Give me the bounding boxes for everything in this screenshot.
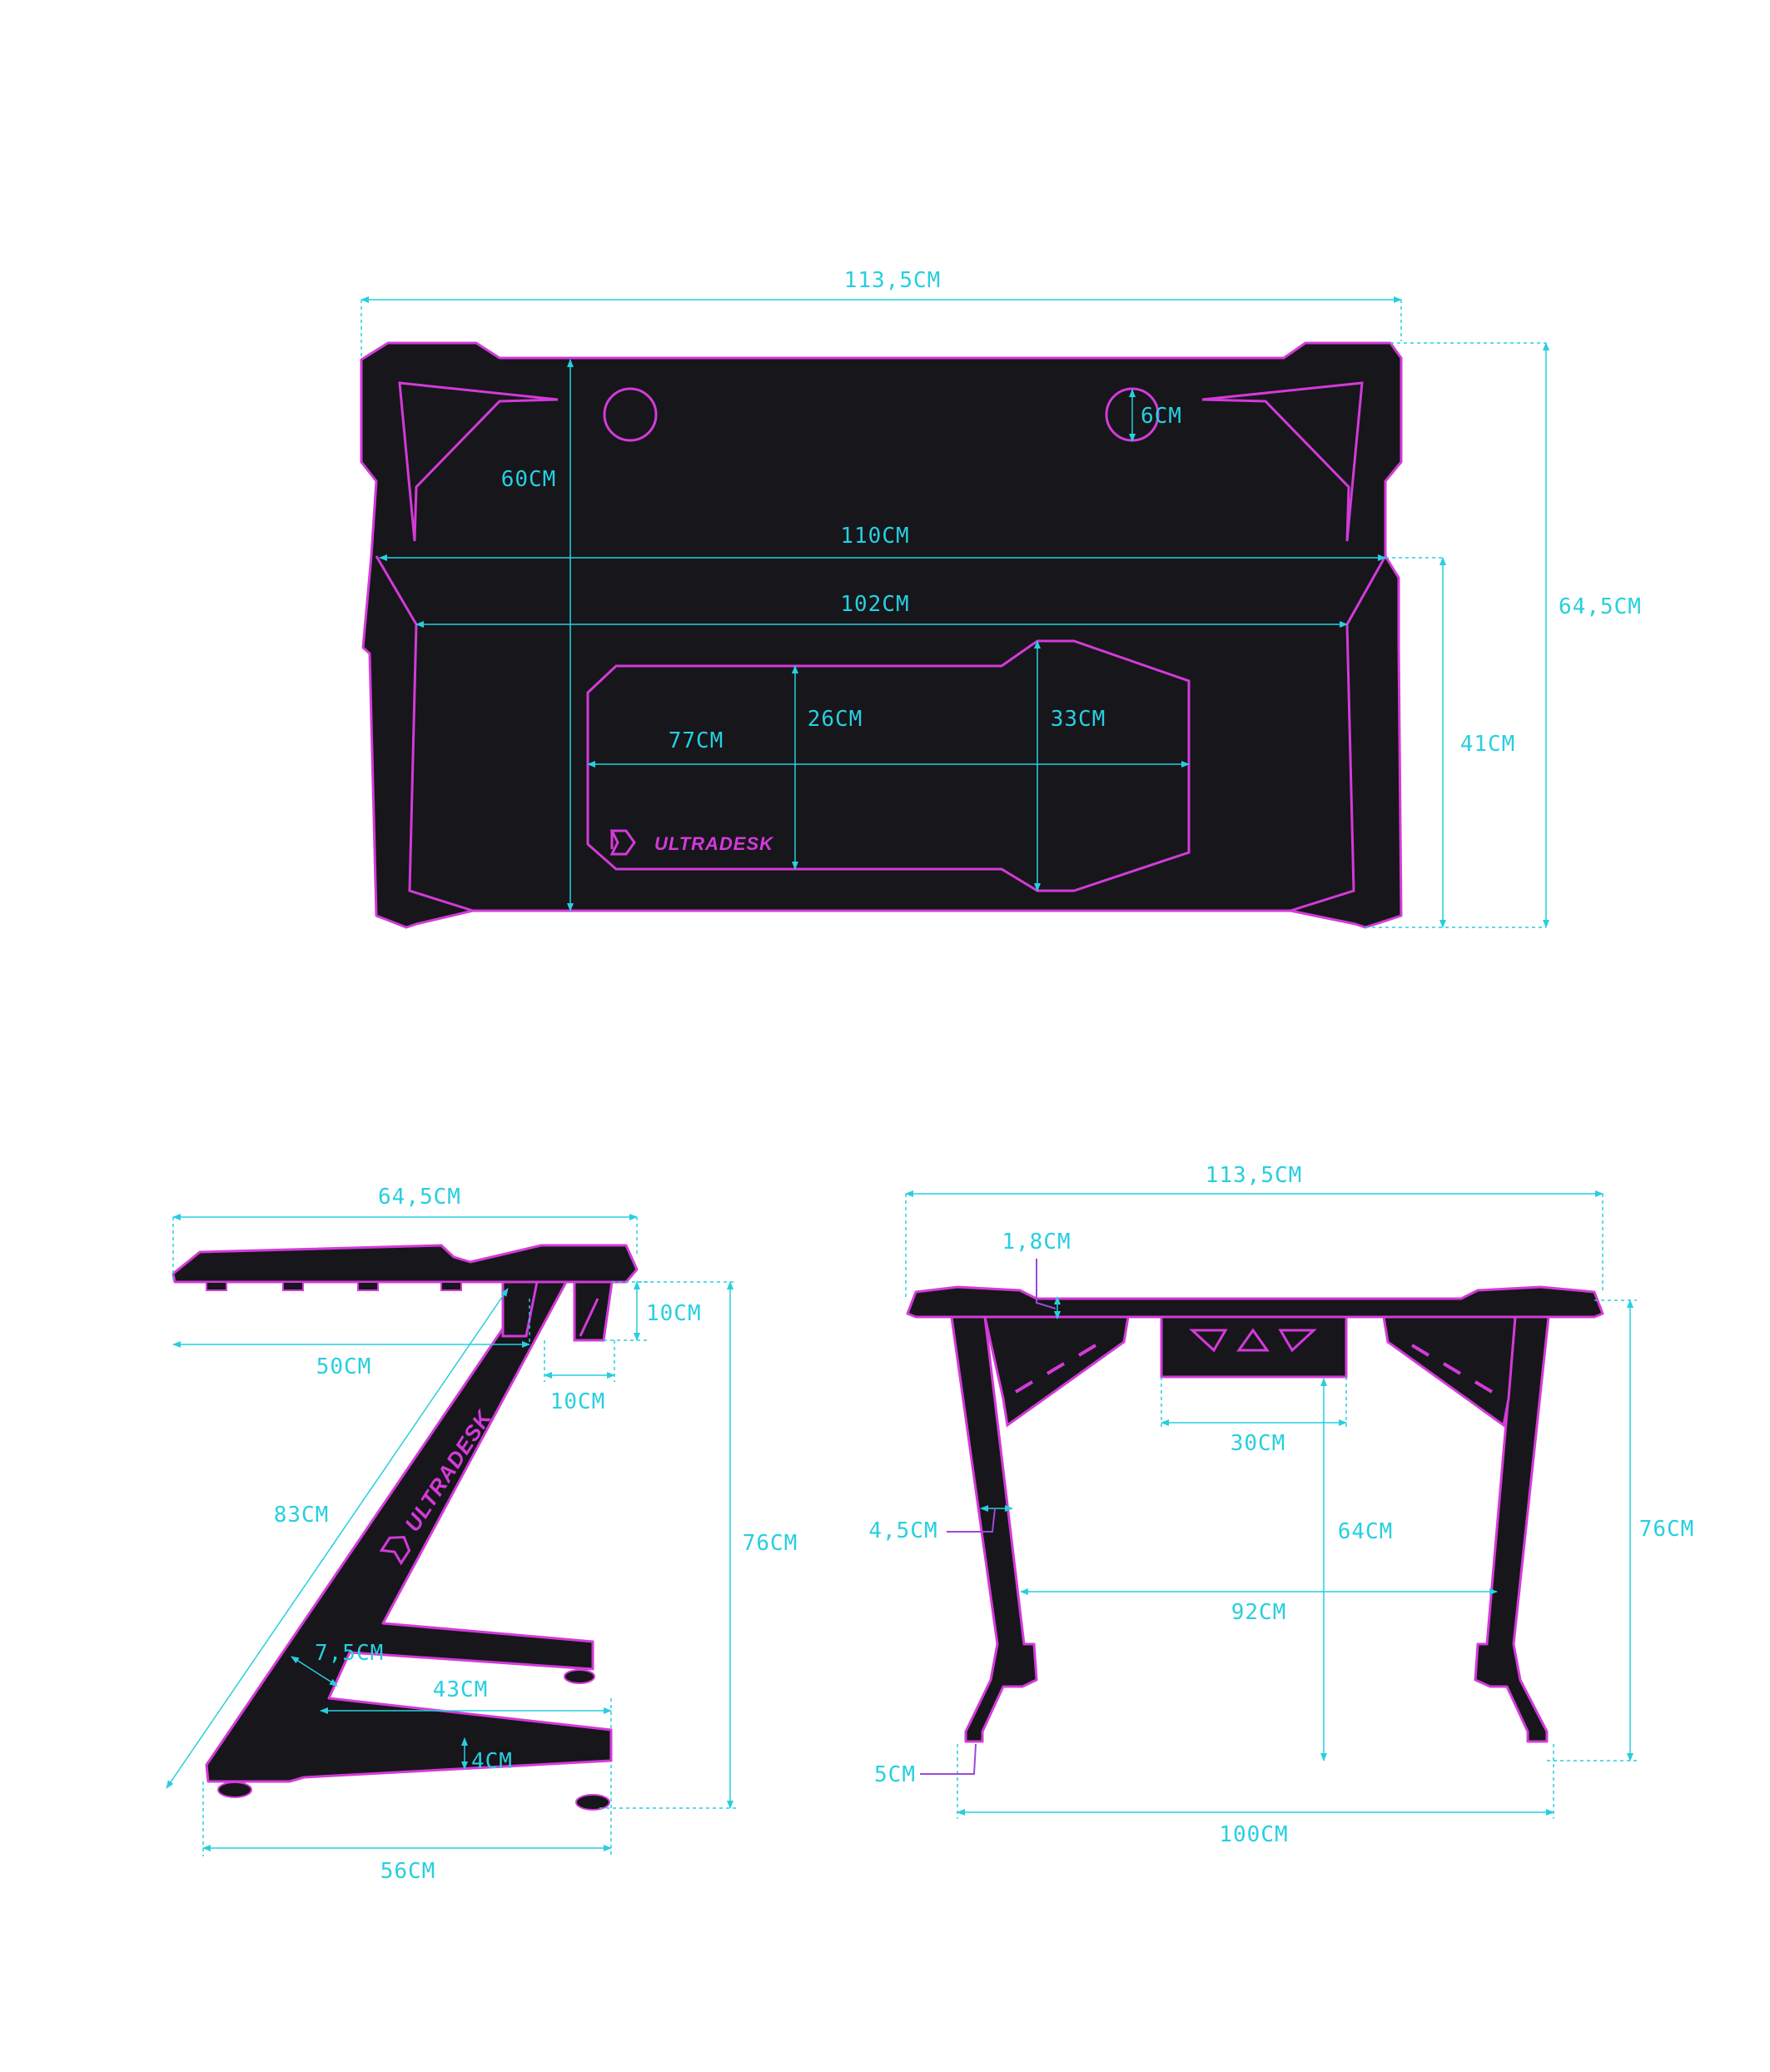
side-z-frame [205, 1280, 613, 1783]
leader-line [1036, 1259, 1057, 1309]
width-102-label: 102CM [840, 592, 909, 617]
mousepad-26-label: 26CM [808, 707, 863, 732]
grommet-6-label: 6CM [1141, 404, 1182, 429]
under-tab [206, 1281, 227, 1291]
side-bracket-inner [579, 1298, 599, 1337]
side-10v-label: 10CM [646, 1301, 702, 1326]
front-desktop [906, 1285, 1604, 1319]
front-64-label: 64CM [1338, 1519, 1394, 1544]
front-92-label: 92CM [1231, 1600, 1287, 1625]
side-76-label: 76CM [743, 1531, 798, 1556]
front-5-label: 5CM [874, 1762, 916, 1787]
leader-line [920, 1743, 977, 1775]
front-right-leg [1474, 1315, 1550, 1743]
ud-logo-icon [609, 829, 636, 856]
inner-outline [375, 555, 1387, 912]
mousepad-brand-text: ULTRADESK [654, 833, 774, 854]
top-view: ULTRADESK [360, 268, 1642, 929]
side-desktop [172, 1244, 639, 1284]
mousepad-33-label: 33CM [1051, 707, 1106, 732]
top-depth-label: 64,5CM [1559, 594, 1642, 619]
front-right-brace-slots [1410, 1344, 1494, 1394]
under-tab [440, 1281, 462, 1291]
front-right-brace [1382, 1315, 1517, 1428]
mousepad-77-label: 77CM [669, 728, 724, 753]
desk-top-surface [360, 341, 1403, 929]
mousepad-logo: ULTRADESK [609, 829, 774, 856]
left-horn-accent [398, 381, 559, 542]
side-7-5-label: 7,5CM [315, 1641, 384, 1666]
front-1-8-label: 1,8CM [1002, 1230, 1071, 1255]
top-width-label: 113,5CM [844, 268, 942, 293]
side-4-label: 4CM [471, 1749, 513, 1774]
front-4-5-label: 4,5CM [868, 1518, 937, 1543]
side-43-label: 43CM [433, 1677, 489, 1702]
right-horn-accent [1201, 381, 1364, 542]
front-cable-tray [1160, 1315, 1348, 1379]
front-100-label: 100CM [1219, 1822, 1288, 1847]
side-83-label: 83CM [274, 1503, 330, 1528]
side-foot [575, 1794, 610, 1811]
side-10h-label: 10CM [550, 1389, 606, 1414]
width-110-label: 110CM [840, 524, 909, 549]
leader-line [947, 1508, 996, 1533]
side-56-label: 56CM [380, 1859, 436, 1884]
side-foot [217, 1781, 252, 1798]
side-depth-label: 64,5CM [378, 1185, 461, 1210]
front-76-label: 76CM [1639, 1517, 1695, 1542]
under-tab [282, 1281, 304, 1291]
front-30-label: 30CM [1231, 1431, 1286, 1456]
cable-tray-cutouts [1189, 1328, 1317, 1353]
front-left-brace [983, 1315, 1130, 1428]
side-50-label: 50CM [316, 1354, 372, 1379]
front-left-leg [950, 1315, 1038, 1743]
side-view: ULTRADESK [166, 1185, 798, 1884]
left-grommet [603, 387, 658, 442]
under-tab [357, 1281, 379, 1291]
depth-41-label: 41CM [1460, 732, 1516, 757]
front-view: 113,5CM 1,8CM 76CM 30CM 64CM 4,5CM 92CM … [868, 1163, 1695, 1847]
front-width-label: 113,5CM [1206, 1163, 1303, 1188]
depth-60-label: 60CM [501, 467, 557, 492]
front-left-brace-slots [1014, 1344, 1097, 1394]
side-foot [564, 1669, 595, 1684]
